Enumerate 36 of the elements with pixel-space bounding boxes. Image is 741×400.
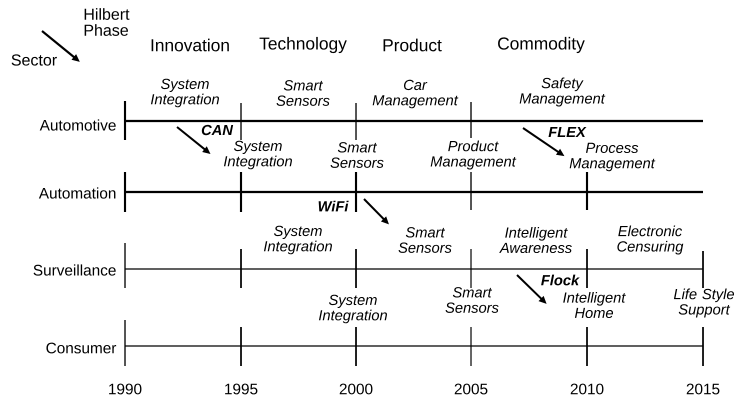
stage-label: Smart Sensors	[446, 287, 499, 313]
axis-header: Hilbert Phase	[84, 8, 130, 36]
year-label: 2005	[454, 384, 488, 394]
standard-label: WiFi	[318, 200, 349, 212]
stage-label: System Integration	[264, 226, 332, 254]
phase-label: Innovation	[152, 38, 229, 52]
standard-label: FLEX	[548, 126, 586, 138]
stage-label: Smart Sensors	[330, 142, 384, 168]
stage-label: Intelligent Awareness	[499, 226, 572, 254]
axis-header: Sector	[12, 54, 57, 66]
stage-label: Product Management	[430, 140, 516, 170]
stage-label: Life Style Support	[674, 288, 734, 318]
sector-label: Automation	[38, 187, 116, 199]
stage-label: Process Management	[570, 142, 656, 172]
year-label: 2000	[340, 384, 372, 394]
stage-label: System Integration	[224, 140, 292, 170]
year-label: 1990	[109, 384, 142, 394]
stage-label: Electronic Censuring	[617, 226, 684, 254]
standard-label: CAN	[202, 124, 234, 136]
sector-label: Automotive	[40, 119, 116, 131]
stage-label: Safety Management	[520, 78, 606, 106]
year-label: 2010	[570, 384, 604, 394]
phase-label: Product	[384, 38, 442, 52]
phase-label: Technology	[260, 36, 347, 54]
sector-label: Surveillance	[34, 264, 116, 276]
sector-label: Consumer	[46, 342, 116, 354]
year-label: 2015	[686, 384, 720, 394]
year-label: 1995	[225, 384, 258, 394]
stage-label: Smart Sensors	[276, 80, 330, 106]
standard-label: Flock	[541, 274, 580, 286]
phase-label: Commodity	[498, 36, 585, 54]
stage-label: System Integration	[150, 78, 219, 108]
stage-label: Car Management	[372, 80, 458, 108]
stage-label: System Integration	[318, 294, 387, 324]
stage-label: Intelligent Home	[563, 292, 626, 318]
stage-label: Smart Sensors	[398, 227, 452, 253]
